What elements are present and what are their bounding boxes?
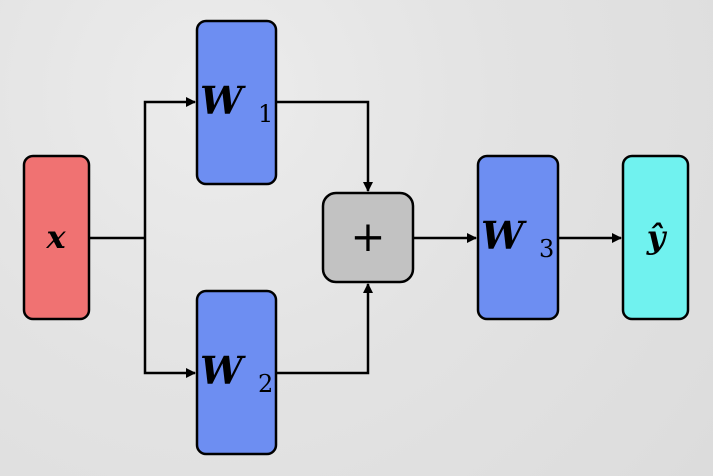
node-w2: W 2 <box>195 289 278 456</box>
node-w2-subscript: 2 <box>258 370 273 398</box>
node-y-hat-label: ŷ <box>646 218 668 256</box>
node-w2-symbol: W <box>200 348 246 393</box>
node-w1: W 1 <box>195 19 278 186</box>
node-sum: + <box>321 191 415 284</box>
edges <box>89 97 622 378</box>
node-w1-box <box>195 19 278 186</box>
node-w3: W 3 <box>476 154 560 321</box>
node-w3-box <box>476 154 560 321</box>
node-w3-subscript: 3 <box>539 235 554 263</box>
node-y-hat-box <box>621 154 690 321</box>
node-x-box <box>22 154 91 321</box>
node-w1-symbol: W <box>200 78 246 123</box>
edge-x-to-w2 <box>143 238 196 378</box>
node-sum-label: + <box>350 212 385 261</box>
node-x: x <box>22 154 91 321</box>
edge-w2-to-sum <box>276 283 373 375</box>
node-w2-box <box>195 289 278 456</box>
node-w3-label: W <box>481 213 527 258</box>
node-sum-box <box>321 191 415 284</box>
node-w1-label: W <box>200 78 246 123</box>
node-y-hat: ŷ <box>621 154 690 321</box>
node-w3-symbol: W <box>481 213 527 258</box>
node-x-label: x <box>45 218 66 256</box>
edge-w1-to-sum <box>276 100 373 192</box>
node-w1-subscript: 1 <box>258 100 273 128</box>
node-w2-label: W <box>200 348 246 393</box>
edge-x-to-w1 <box>143 97 196 238</box>
